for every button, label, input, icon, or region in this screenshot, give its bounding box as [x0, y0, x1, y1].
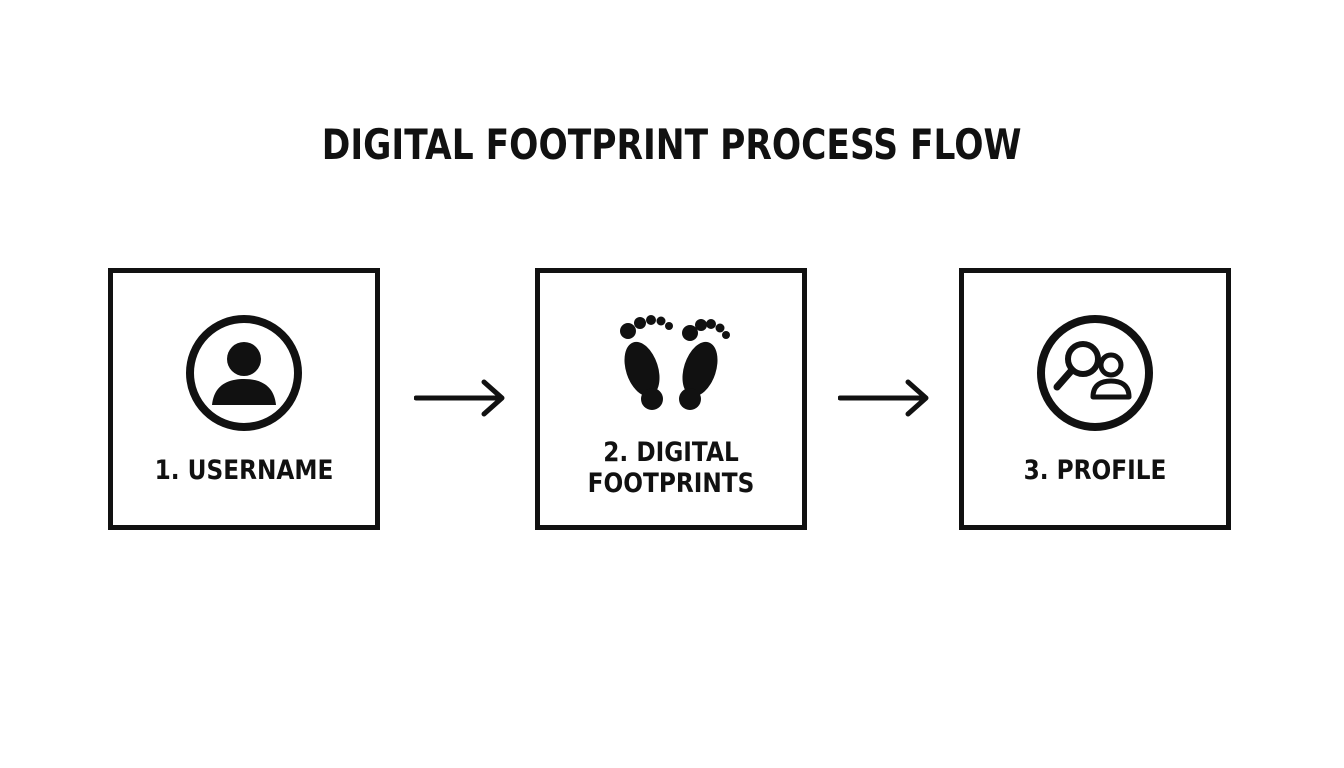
arrow-right-icon	[838, 379, 929, 417]
user-circle-icon	[186, 315, 302, 431]
step-box-username: 1. USERNAME	[108, 268, 380, 530]
step-label-username: 1. USERNAME	[154, 455, 334, 486]
footprints-icon	[620, 315, 730, 410]
step-label-digital-footprints: 2. DIGITAL FOOTPRINTS	[587, 437, 755, 499]
arrow-right-icon	[414, 379, 505, 417]
step-label-profile: 3. PROFILE	[1023, 455, 1167, 486]
page-title: DIGITAL FOOTPRINT PROCESS FLOW	[321, 120, 1022, 169]
profile-search-icon	[1037, 315, 1153, 431]
step-box-profile: 3. PROFILE	[959, 268, 1231, 530]
step-box-digital-footprints: 2. DIGITAL FOOTPRINTS	[535, 268, 807, 530]
